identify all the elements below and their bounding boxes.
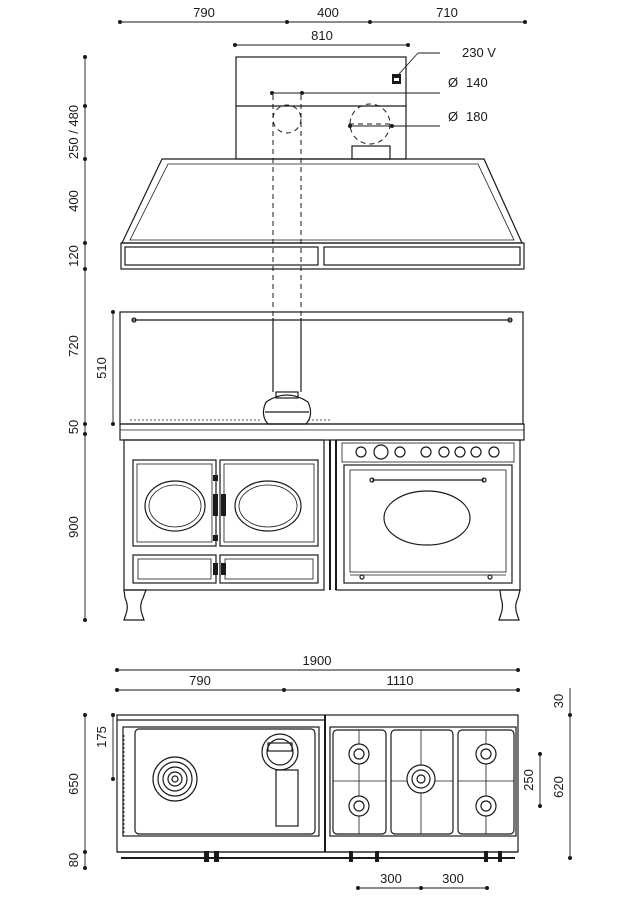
dim-720: 720 (66, 335, 81, 357)
range-hood (120, 158, 525, 270)
dim-790-top: 790 (193, 5, 215, 20)
flue-180-label: 180 (466, 109, 488, 124)
left-dimensions: 250 / 480 400 120 720 510 50 900 (66, 55, 115, 622)
dim-1900: 1900 (303, 653, 332, 668)
dim-80: 80 (66, 853, 81, 867)
cooker-body (119, 419, 525, 621)
flue-pipe (262, 95, 312, 425)
dim-120: 120 (66, 245, 81, 267)
plan-hob (116, 714, 519, 862)
dim-400-top: 400 (317, 5, 339, 20)
callouts: 230 V Ø 140 Ø 180 (270, 45, 496, 128)
dim-510: 510 (94, 357, 109, 379)
dim-710-top: 710 (436, 5, 458, 20)
dim-650: 650 (66, 773, 81, 795)
plan-bottom-dimensions: 300 300 (356, 871, 489, 890)
hotplate-icon (152, 756, 198, 802)
burner-knob-icon (355, 444, 500, 460)
diameter-symbol-180: Ø (448, 109, 458, 124)
dim-250-480: 250 / 480 (66, 105, 81, 159)
dim-175: 175 (94, 726, 109, 748)
dim-50: 50 (66, 420, 81, 434)
diameter-symbol-140: Ø (448, 75, 458, 90)
flue-140-label: 140 (466, 75, 488, 90)
plan-side-dimensions: 175 650 80 250 30 620 (66, 688, 572, 870)
splashback (119, 311, 524, 425)
dim-810: 810 (311, 28, 333, 43)
top-dimensions: 790 400 710 810 (118, 5, 527, 47)
chimney-cover (235, 56, 407, 160)
dim-30: 30 (551, 694, 566, 708)
voltage-label: 230 V (462, 45, 496, 60)
dim-900: 900 (66, 516, 81, 538)
plan-top-dimensions: 1900 790 1110 (115, 653, 520, 692)
dim-400-left: 400 (66, 190, 81, 212)
dim-790-plan: 790 (189, 673, 211, 688)
dim-1110: 1110 (387, 673, 414, 688)
dim-250-plan: 250 (521, 769, 536, 791)
gas-burner-icon (332, 729, 515, 835)
dim-620: 620 (551, 776, 566, 798)
dim-300-left: 300 (380, 871, 402, 886)
dim-300-right: 300 (442, 871, 464, 886)
power-socket-icon (392, 74, 401, 84)
